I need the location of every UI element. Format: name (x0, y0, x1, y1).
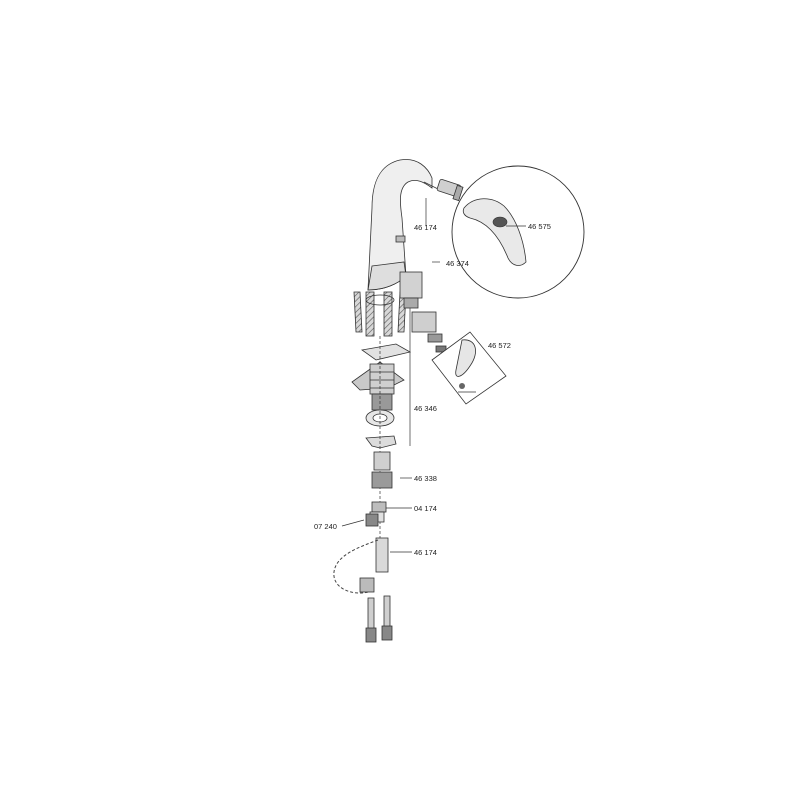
label-46338: 46 338 (414, 474, 437, 483)
long-hose (333, 539, 379, 594)
label-07240: 07 240 (314, 522, 337, 531)
label-46174-bottom: 46 174 (414, 548, 437, 557)
label-46575: 46 575 (528, 222, 551, 231)
label-46346: 46 346 (414, 404, 437, 413)
cartridge-assembly (399, 271, 447, 353)
lower-parts (365, 451, 393, 573)
faucet-body (367, 159, 433, 291)
leader-lines (341, 198, 440, 553)
supply-pipes (365, 595, 393, 643)
detail-circle (451, 165, 585, 299)
label-46572: 46 572 (488, 341, 511, 350)
label-46374: 46 374 (446, 259, 469, 268)
label-46174-top: 46 174 (414, 223, 437, 232)
supply-hoses (353, 291, 407, 337)
part-labels: 46 174 46 575 46 374 46 572 46 346 46 33… (314, 222, 551, 557)
lever-assembly (431, 331, 507, 405)
label-04174: 04 174 (414, 504, 437, 513)
mounting-hardware (351, 343, 412, 449)
alignment-lines (379, 298, 411, 560)
spout-hose (423, 179, 464, 202)
